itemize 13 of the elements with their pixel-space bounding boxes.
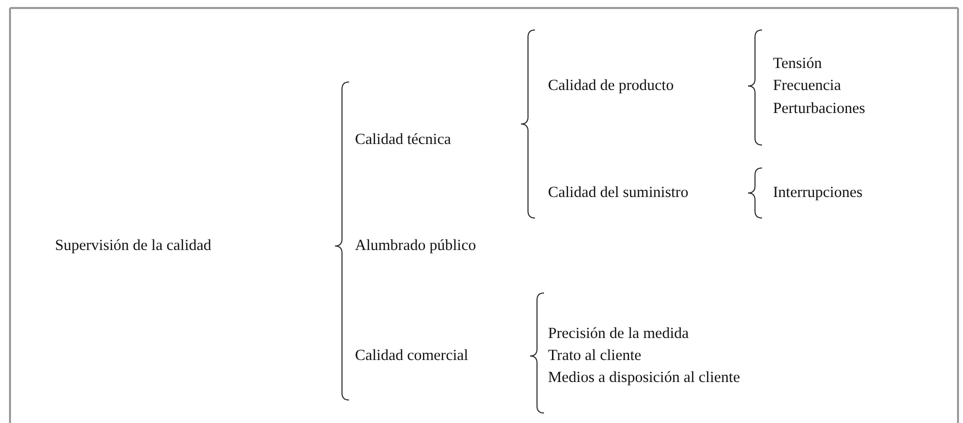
category-label: Alumbrado público [355,237,476,255]
category-label: Calidad técnica [355,131,451,149]
category-label: Calidad de producto [548,77,674,95]
category-label: Calidad del suministro [548,184,688,202]
category-label: Precisión de la medida [548,325,689,343]
category-label: Perturbaciones [773,100,866,118]
category-label: Tensión [773,55,822,73]
category-label: Frecuencia [773,77,841,95]
category-label: Supervisión de la calidad [55,237,212,255]
category-label: Medios a disposición al cliente [548,369,740,387]
category-label: Interrupciones [773,184,863,202]
category-label: Calidad comercial [355,347,468,365]
category-label: Trato al cliente [548,347,642,365]
